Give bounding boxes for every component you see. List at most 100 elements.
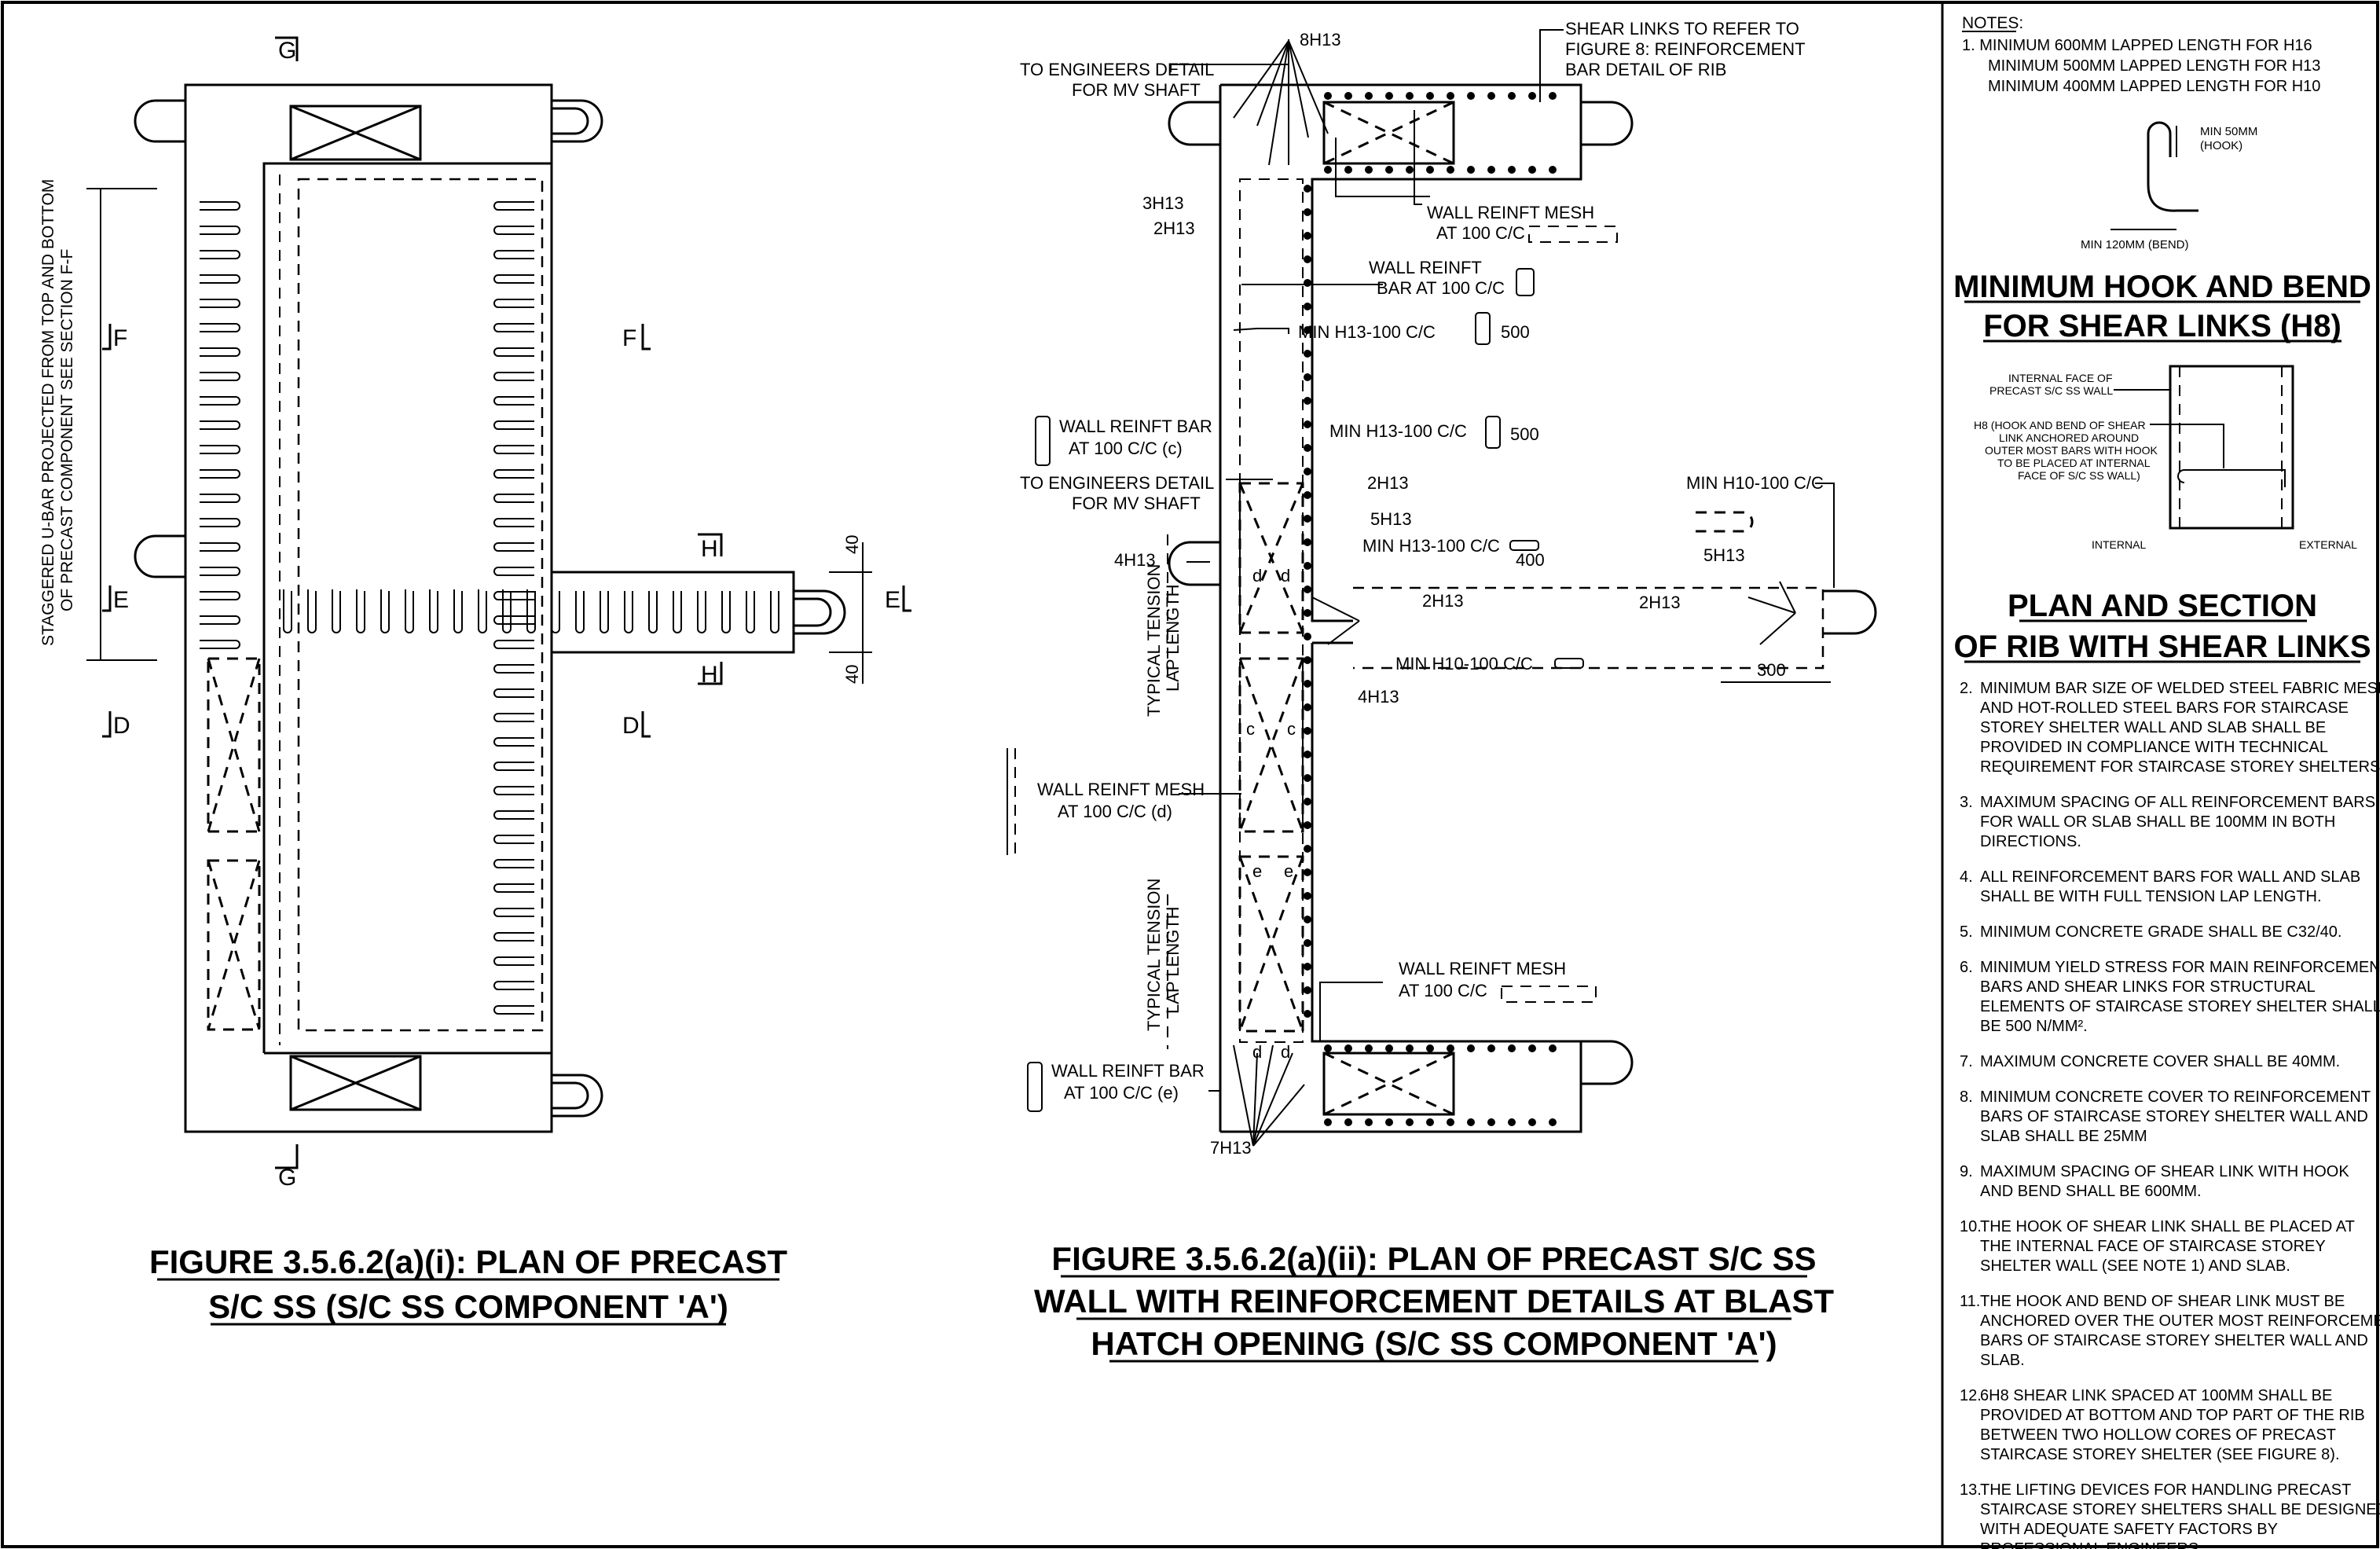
- rebar-dot: [1344, 1118, 1352, 1126]
- note-line: MINIMUM BAR SIZE OF WELDED STEEL FABRIC …: [1980, 680, 2380, 697]
- rebar-dot: [1467, 166, 1475, 174]
- rebar-dot: [1549, 1118, 1557, 1126]
- rebar-dot: [1304, 232, 1311, 240]
- label-4h13-a: 4H13: [1114, 550, 1156, 570]
- rebar-dot: [1508, 166, 1516, 174]
- label-wall-bar-e-a: WALL REINFT BAR: [1051, 1061, 1205, 1081]
- note-number: 6.: [1960, 959, 1973, 976]
- u-bar: [200, 445, 240, 454]
- mark-d-2: d: [1281, 566, 1290, 585]
- rebar-dot: [1304, 468, 1311, 475]
- core-box-top: [1322, 101, 1455, 165]
- u-bar: [493, 786, 534, 795]
- rebar-dot: [1304, 208, 1311, 216]
- u-bar: [493, 445, 534, 454]
- rebar-dot: [1385, 1044, 1393, 1052]
- section-markers: [102, 36, 911, 1169]
- note-line: THE HOOK OF SHEAR LINK SHALL BE PLACED A…: [1980, 1218, 2355, 1235]
- reinforcement-fan-bottom: [1233, 1044, 1305, 1147]
- u-bar: [200, 615, 240, 625]
- u-bar: [200, 640, 240, 649]
- rebar-dot: [1304, 515, 1311, 523]
- u-bar: [493, 469, 534, 479]
- rebar-dot: [1304, 963, 1311, 971]
- note-line: STOREY SHELTER WALL AND SLAB SHALL BE: [1980, 719, 2326, 736]
- u-bar: [493, 908, 534, 917]
- h10-hook-sketch: [1696, 511, 1754, 533]
- rebar-dot: [1304, 774, 1311, 782]
- rib-bar: [356, 589, 365, 633]
- note-line: FOR WALL OR SLAB SHALL BE 100MM IN BOTH: [1980, 813, 2335, 831]
- rebar-dot: [1304, 939, 1311, 947]
- note-line: ALL REINFORCEMENT BARS FOR WALL AND SLAB: [1980, 868, 2360, 886]
- label-shear-links-2: FIGURE 8: REINFORCEMENT: [1565, 39, 1806, 59]
- internal-side-label: INTERNAL: [2092, 538, 2146, 551]
- rebar-dot: [1487, 92, 1495, 100]
- hook-title-line-1: MINIMUM HOOK AND BEND: [1953, 270, 2371, 304]
- rib-bar: [624, 591, 633, 633]
- rib-bar: [551, 591, 560, 633]
- rebar-dot: [1467, 1118, 1475, 1126]
- rebar-dot: [1304, 350, 1311, 358]
- label-lap-length-b2: LAP LENGTH: [1163, 906, 1183, 1014]
- u-bar: [200, 591, 240, 600]
- u-bar: [493, 347, 534, 357]
- rebar-dot: [1467, 92, 1475, 100]
- u-bar: [493, 518, 534, 527]
- rebar-dot: [1304, 703, 1311, 711]
- h8-label-b: LINK ANCHORED AROUND: [1999, 431, 2139, 444]
- u-bar: [493, 274, 534, 284]
- projected-u-bars-right: [493, 201, 534, 1015]
- u-bar: [200, 542, 240, 552]
- rebar-dot: [1406, 1044, 1414, 1052]
- u-bar: [493, 762, 534, 771]
- label-lap-length-b1: TYPICAL TENSION: [1144, 879, 1164, 1031]
- h8-label-a: H8 (HOOK AND BEND OF SHEAR: [1974, 419, 2146, 431]
- internal-face-label-a: INTERNAL FACE OF: [2008, 372, 2113, 384]
- note-line: THE HOOK AND BEND OF SHEAR LINK MUST BE: [1980, 1293, 2345, 1310]
- rebar-dot: [1324, 1044, 1332, 1052]
- rebar-dot: [1528, 1118, 1536, 1126]
- mark-d-4: d: [1281, 1042, 1290, 1062]
- opening-box-bottom: [289, 1055, 422, 1111]
- rebar-dot: [1324, 1118, 1332, 1126]
- internal-face-label-b: PRECAST S/C SS WALL: [1989, 384, 2113, 397]
- rebar-dot: [1344, 1044, 1352, 1052]
- note-line: MAXIMUM SPACING OF SHEAR LINK WITH HOOK: [1980, 1163, 2349, 1180]
- bar-symbol: [1475, 312, 1491, 345]
- note-line: PROVIDED IN COMPLIANCE WITH TECHNICAL: [1980, 739, 2328, 756]
- rib-bar: [746, 591, 755, 633]
- u-bar: [493, 835, 534, 844]
- rebar-dot: [1549, 92, 1557, 100]
- opening-box-top: [289, 105, 422, 161]
- figure-2-plan: [1007, 29, 1877, 1147]
- core-box-left-1: [207, 657, 261, 833]
- rebar-dot: [1528, 166, 1536, 174]
- figure-1-text: G G F F E E D D H H 40 40 STAGGERED U-BA…: [39, 38, 900, 1326]
- rebar-dot: [1304, 420, 1311, 428]
- u-bar: [493, 299, 534, 308]
- h8-label-c: OUTER MOST BARS WITH HOOK: [1985, 444, 2158, 457]
- rebar-dot: [1508, 92, 1516, 100]
- section-mark-f-right: F: [622, 325, 636, 351]
- u-bar: [200, 323, 240, 332]
- label-2h13-d: 2H13: [1639, 593, 1681, 612]
- u-bar: [493, 713, 534, 722]
- u-bar: [493, 688, 534, 698]
- label-wall-mesh-d-b: AT 100 C/C (d): [1058, 802, 1172, 821]
- rebar-dot: [1324, 92, 1332, 100]
- label-wall-mesh-1a: WALL REINFT MESH: [1427, 203, 1594, 222]
- label-lap-length-a1: TYPICAL TENSION: [1144, 564, 1164, 717]
- rib-bar: [429, 589, 438, 633]
- u-bar: [493, 542, 534, 552]
- u-bar: [493, 810, 534, 820]
- u-bar: [493, 737, 534, 747]
- label-dim-500-a: 500: [1501, 322, 1530, 342]
- u-bar-right-bottom-inner: [552, 1081, 589, 1110]
- rebar-dot: [1304, 609, 1311, 617]
- u-bar: [200, 226, 240, 235]
- hook-right-bottom: [1581, 1040, 1634, 1085]
- rebar-dot: [1385, 92, 1393, 100]
- u-bar: [200, 420, 240, 430]
